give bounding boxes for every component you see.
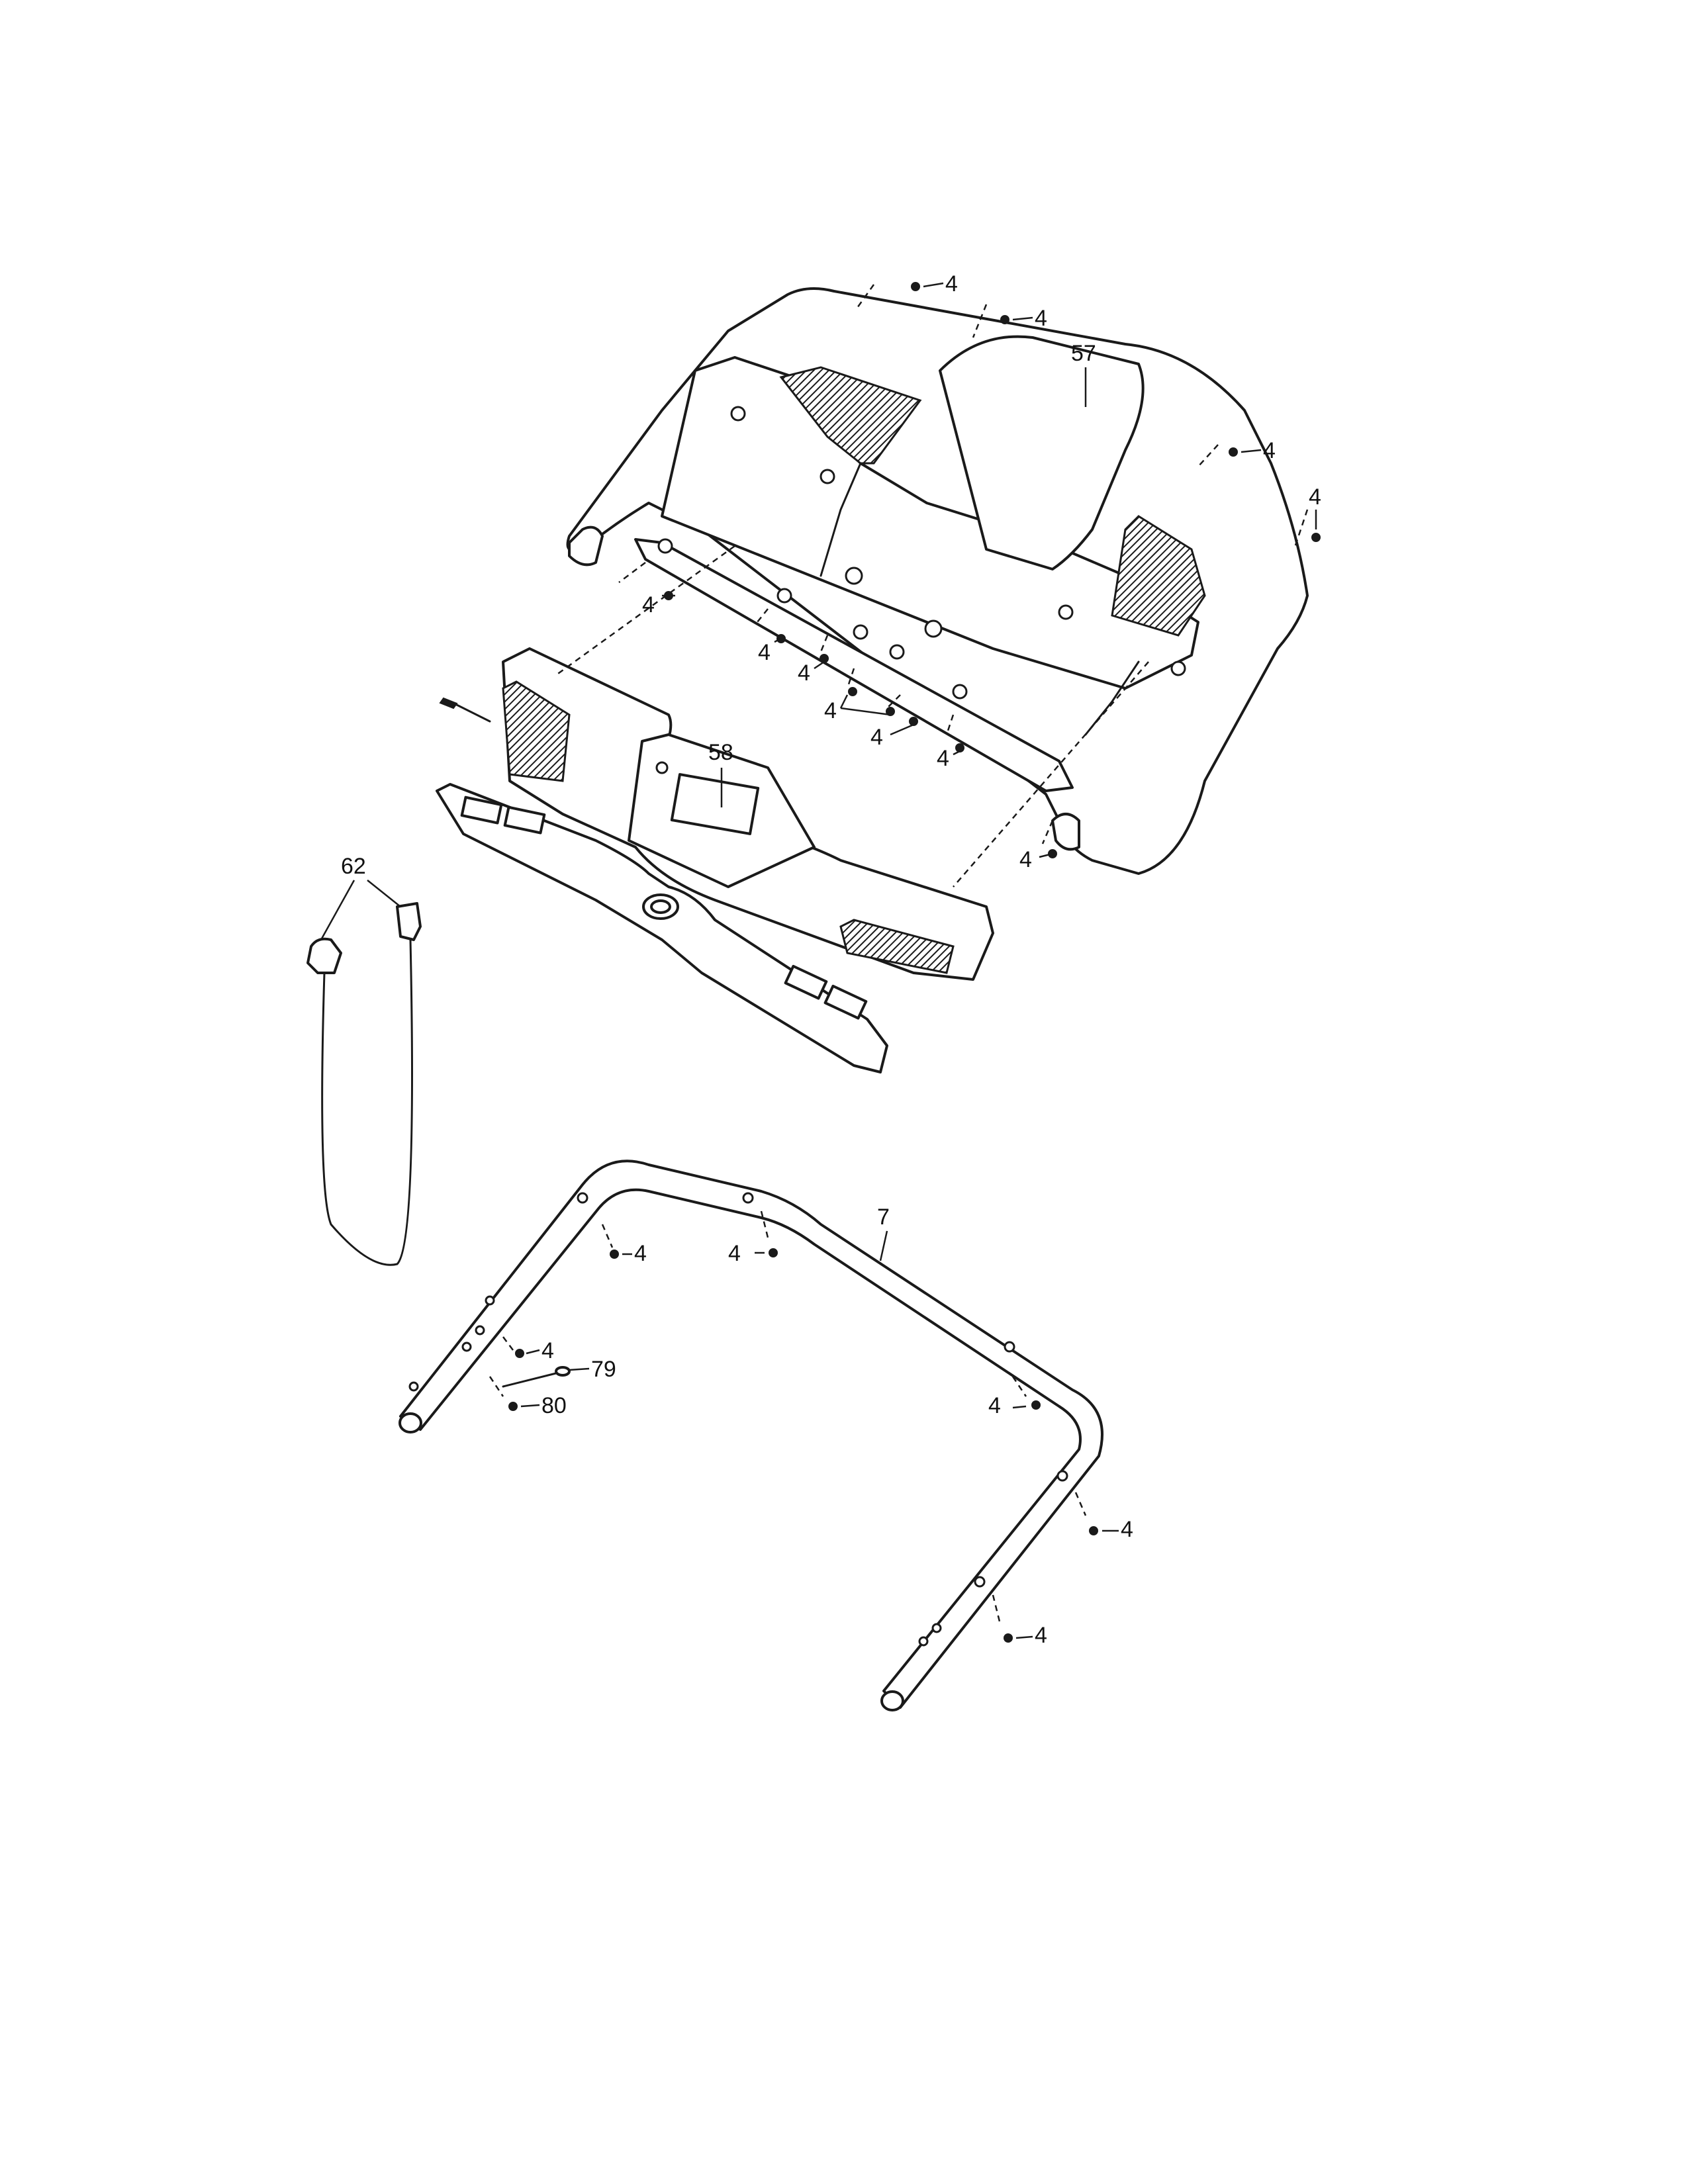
screw-icon bbox=[1089, 1526, 1098, 1535]
screw-icon bbox=[911, 282, 920, 291]
callout-leaders bbox=[320, 282, 1317, 1639]
callout-4: 4 bbox=[634, 1241, 647, 1266]
callout-62: 62 bbox=[341, 854, 366, 879]
screw-icon bbox=[515, 1349, 524, 1358]
screw-icon bbox=[848, 687, 857, 696]
callout-4: 4 bbox=[1035, 1623, 1047, 1648]
callout-80: 80 bbox=[541, 1393, 567, 1418]
callout-4: 4 bbox=[1263, 438, 1276, 463]
callout-labels: 57 58 62 7 79 80 4 4 4 4 4 4 4 4 4 4 4 4… bbox=[341, 271, 1321, 1648]
hood-bracket-holes bbox=[657, 406, 1186, 700]
screw-icon bbox=[886, 707, 895, 716]
callout-4: 4 bbox=[937, 746, 949, 771]
upright-bar bbox=[399, 1160, 1103, 1711]
callout-4: 4 bbox=[1121, 1517, 1133, 1542]
screw-icon bbox=[1000, 315, 1009, 324]
screw-icon bbox=[1004, 1633, 1013, 1643]
callout-7: 7 bbox=[877, 1205, 890, 1230]
callout-4: 4 bbox=[758, 640, 771, 665]
screw-icon bbox=[909, 717, 918, 726]
callout-4: 4 bbox=[945, 271, 958, 296]
callout-4: 4 bbox=[824, 698, 837, 723]
callout-4: 4 bbox=[541, 1338, 554, 1363]
upright-bar-holes bbox=[408, 1192, 1068, 1647]
screw-icon bbox=[610, 1250, 619, 1259]
callout-57: 57 bbox=[1071, 341, 1096, 366]
screw-icon bbox=[1229, 447, 1238, 457]
callout-4: 4 bbox=[1019, 847, 1032, 872]
callout-4: 4 bbox=[1035, 306, 1047, 331]
callout-4: 4 bbox=[798, 660, 810, 686]
screw-icon bbox=[955, 743, 964, 752]
callout-4: 4 bbox=[728, 1241, 741, 1266]
callout-4: 4 bbox=[642, 592, 655, 617]
screw-icon bbox=[1031, 1400, 1041, 1410]
screw-icon bbox=[508, 1402, 518, 1411]
callout-4: 4 bbox=[870, 725, 883, 750]
callout-4: 4 bbox=[988, 1393, 1001, 1418]
safety-key bbox=[306, 902, 422, 1266]
screw-icon bbox=[820, 654, 829, 663]
console bbox=[436, 647, 994, 1073]
screw-icon bbox=[1311, 533, 1321, 542]
motor-hood bbox=[566, 287, 1309, 875]
screw-icon bbox=[769, 1248, 778, 1257]
callout-58: 58 bbox=[708, 740, 733, 765]
assembly-lines bbox=[489, 284, 1309, 1622]
wire-tie-icon bbox=[502, 1366, 571, 1388]
callout-79: 79 bbox=[591, 1357, 616, 1382]
callout-4: 4 bbox=[1309, 484, 1321, 510]
